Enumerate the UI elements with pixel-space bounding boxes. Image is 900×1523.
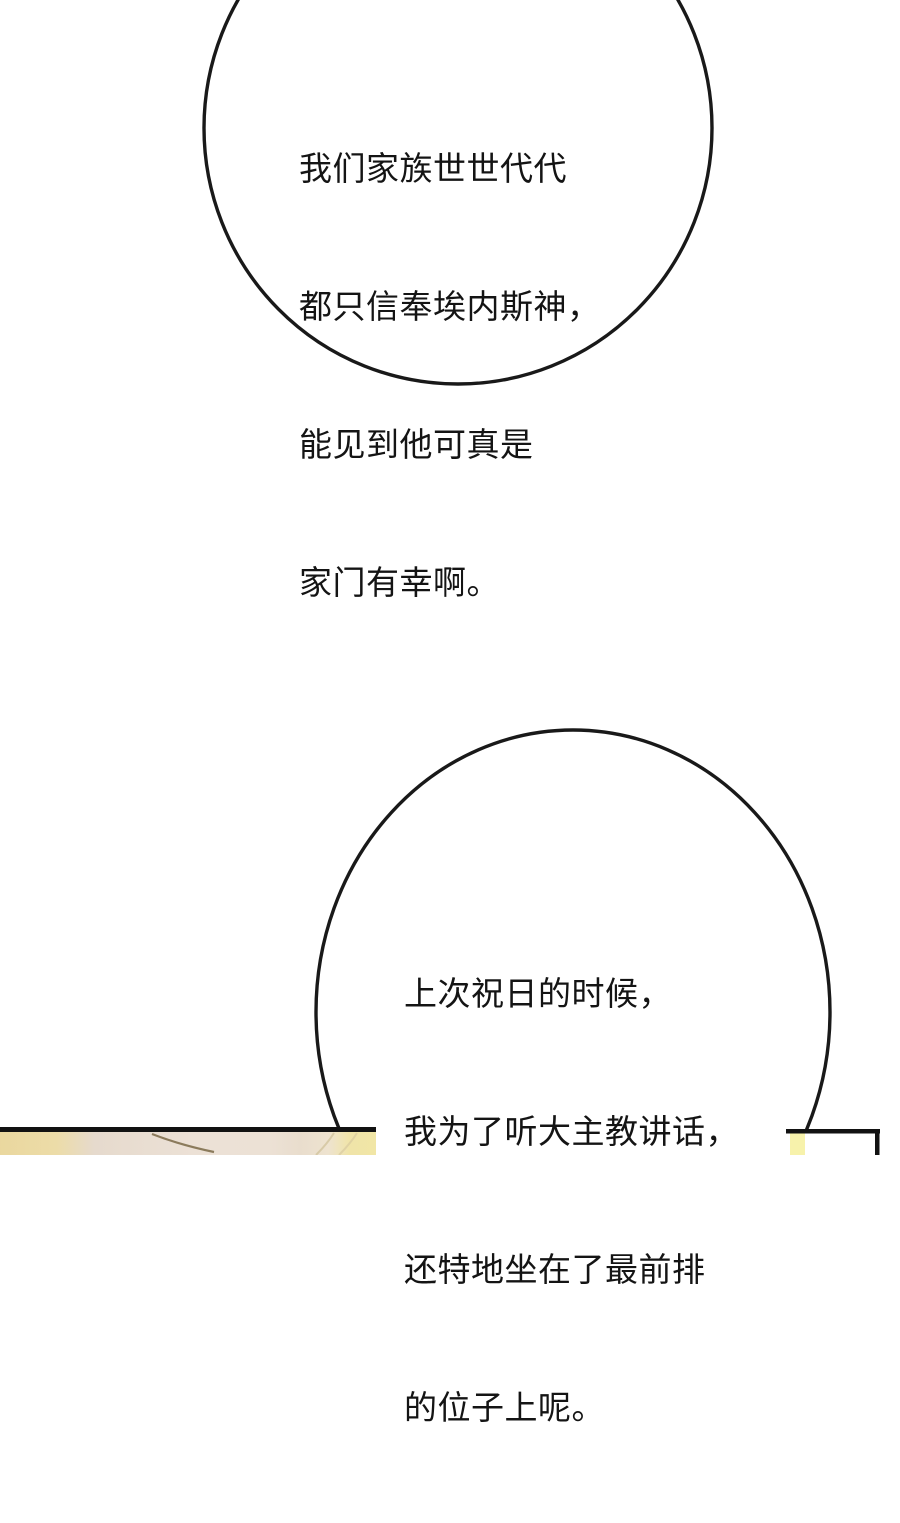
bubble-1-line-4: 家门有幸啊。 [299, 564, 500, 601]
bubble-2-line-2: 我为了听大主教讲话， [404, 1113, 739, 1150]
speech-bubble-lower-shape [314, 728, 832, 1155]
bubble-1-line-2: 都只信奉埃内斯神， [299, 288, 601, 325]
bubble-2-line-4: 的位子上呢。 [404, 1389, 605, 1426]
speech-bubble-lower-text: 上次祝日的时候， 我为了听大主教讲话， 还特地坐在了最前排 的位子上呢。 [404, 879, 739, 1523]
comic-page: 我们家族世世代代 都只信奉埃内斯神， 能见到他可真是 家门有幸啊。 上次祝日的时… [0, 0, 880, 1426]
bubble-1-line-3: 能见到他可真是 [299, 426, 534, 463]
comic-artwork-layer [0, 0, 880, 1155]
bubble-2-line-1: 上次祝日的时候， [404, 975, 672, 1012]
speech-bubble-upper-text: 我们家族世世代代 都只信奉埃内斯神， 能见到他可真是 家门有幸啊。 [299, 54, 601, 698]
bubble-2-line-3: 还特地坐在了最前排 [404, 1251, 706, 1288]
speech-bubble-upper-shape [202, 0, 714, 386]
bubble-1-line-1: 我们家族世世代代 [299, 150, 567, 187]
panel-overlap-fix [0, 1127, 880, 1155]
